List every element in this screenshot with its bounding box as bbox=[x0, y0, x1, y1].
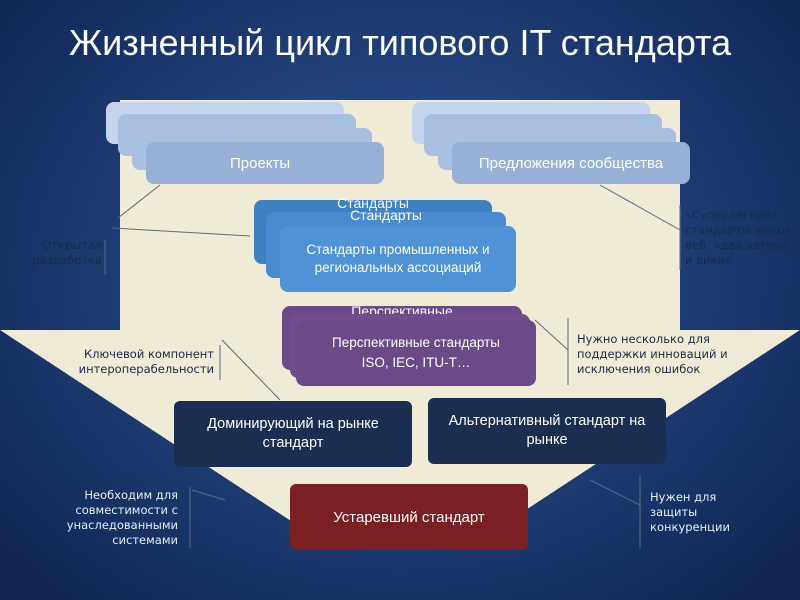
community-label: Предложения сообщества bbox=[478, 154, 664, 172]
note-competition: Нужен для защиты конкуренции bbox=[650, 490, 730, 534]
community-card: Предложения сообщества bbox=[452, 142, 690, 184]
obsolete-standard-box: Устаревший стандарт bbox=[290, 484, 528, 550]
page-title: Жизненный цикл типового IT стандарта bbox=[68, 22, 732, 63]
note-open-development: Открытая разработка bbox=[32, 238, 102, 267]
note-legacy: Необходим для совместимости с унаследова… bbox=[66, 488, 178, 547]
standards-card: Стандарты промышленных и региональных ас… bbox=[280, 226, 516, 292]
perspective-front-label-1: Перспективные стандарты bbox=[332, 334, 500, 350]
note-innovation: Нужно несколько для поддержки инноваций … bbox=[577, 332, 728, 376]
standards-front-label: Стандарты промышленных и региональных ас… bbox=[306, 242, 490, 275]
projects-label: Проекты bbox=[230, 154, 291, 172]
standards-back-label-1: Стандарты bbox=[337, 195, 409, 211]
note-key-component: Ключевой компонент интероперабельности bbox=[78, 347, 214, 376]
note-superlight: «Суперлегкие» стандарты эпохи веб: «два … bbox=[685, 208, 790, 267]
alternative-standard-box: Альтернативный стандарт на рынке bbox=[428, 398, 666, 464]
projects-card: Проекты bbox=[146, 142, 384, 184]
perspective-card: Перспективные стандарты ISO, IEC, ITU-T… bbox=[296, 320, 536, 386]
perspective-front-label-2: ISO, IEC, ITU-T… bbox=[361, 354, 471, 370]
standards-back-label-2: Стандарты bbox=[350, 207, 422, 223]
dominant-standard-box: Доминирующий на рынке стандарт bbox=[174, 401, 412, 467]
